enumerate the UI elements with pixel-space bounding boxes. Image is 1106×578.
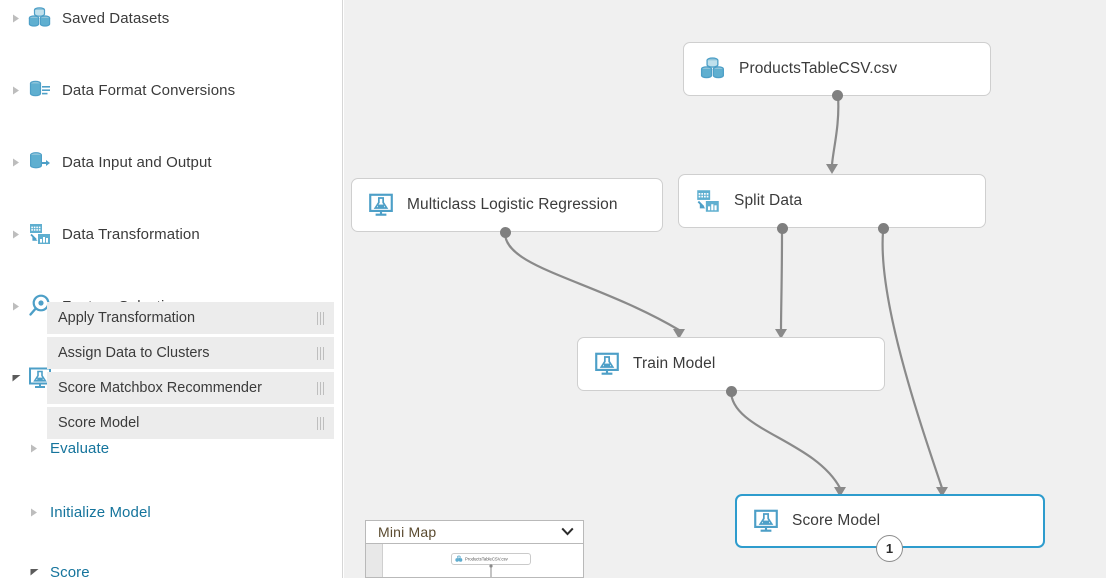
sidebar-category-label: Data Input and Output: [62, 153, 212, 171]
chevron-down-icon[interactable]: [561, 523, 574, 541]
node-label: ProductsTableCSV.csv: [739, 60, 898, 77]
module-palette-sidebar[interactable]: Saved Datasets Data Format Conversions: [0, 0, 343, 578]
canvas-node-train-model[interactable]: Train Model: [577, 337, 885, 391]
module-label: Assign Data to Clusters: [58, 345, 210, 361]
module-label: Score Matchbox Recommender: [58, 380, 262, 396]
mini-map-edges: [489, 564, 493, 577]
module-label: Score Model: [58, 415, 140, 431]
data-format-icon: [26, 76, 54, 104]
sidebar-subgroup-label: Score: [50, 563, 90, 578]
drag-handle-icon[interactable]: [316, 346, 324, 360]
node-label: Score Model: [792, 512, 881, 529]
palette-module-assign-data-to-clusters[interactable]: Assign Data to Clusters: [47, 337, 334, 369]
dataset-icon: [698, 54, 728, 84]
sidebar-subgroup-evaluate[interactable]: Evaluate: [0, 432, 342, 464]
chevron-down-icon[interactable]: [6, 360, 26, 396]
palette-module-score-matchbox-recommender[interactable]: Score Matchbox Recommender: [47, 372, 334, 404]
edge-split-to-score: [881, 231, 944, 489]
chevron-right-icon[interactable]: [24, 430, 44, 466]
chevron-right-icon[interactable]: [24, 494, 44, 530]
output-port-split-left[interactable]: [777, 223, 788, 234]
sidebar-category-data-transformation[interactable]: Data Transformation: [0, 216, 342, 252]
drag-handle-icon[interactable]: [316, 381, 324, 395]
module-label: Apply Transformation: [58, 310, 196, 326]
edge-split-to-train: [779, 231, 784, 331]
mini-map-viewport[interactable]: ProductsTableCSV.csv: [383, 544, 583, 577]
chevron-right-icon[interactable]: [6, 288, 26, 324]
chevron-down-icon[interactable]: [24, 554, 44, 578]
palette-module-score-model[interactable]: Score Model: [47, 407, 334, 439]
sidebar-category-data-format-conversions[interactable]: Data Format Conversions: [0, 72, 342, 108]
output-port-split-right[interactable]: [878, 223, 889, 234]
sidebar-subgroup-label: Initialize Model: [50, 503, 151, 521]
mini-map-gutter: [366, 544, 383, 577]
output-port-train[interactable]: [726, 386, 737, 397]
chevron-right-icon[interactable]: [6, 72, 26, 108]
module-icon: [592, 349, 622, 379]
mini-map-header[interactable]: Mini Map: [365, 520, 584, 544]
sidebar-category-saved-datasets[interactable]: Saved Datasets: [0, 0, 342, 36]
output-port-mlr[interactable]: [500, 227, 511, 238]
sidebar-category-label: Data Transformation: [62, 225, 200, 243]
datasets-icon: [26, 4, 54, 32]
sidebar-subgroup-initialize-model[interactable]: Initialize Model: [0, 496, 342, 528]
output-port-products[interactable]: [832, 90, 843, 101]
mini-map-panel[interactable]: Mini Map: [365, 520, 584, 578]
data-transformation-icon: [26, 220, 54, 248]
node-label: Train Model: [633, 355, 716, 372]
edge-train-to-score: [729, 390, 841, 489]
mini-map-title: Mini Map: [378, 524, 437, 540]
edge-products-to-split: [830, 95, 840, 166]
drag-handle-icon[interactable]: [316, 311, 324, 325]
mini-map-node-label: ProductsTableCSV.csv: [465, 556, 508, 562]
node-label: Multiclass Logistic Regression: [407, 196, 618, 213]
node-label: Split Data: [734, 192, 803, 209]
module-icon: [751, 506, 781, 536]
dataset-icon: [455, 555, 463, 562]
sidebar-subgroup-score[interactable]: Score: [0, 556, 342, 578]
chevron-right-icon[interactable]: [6, 0, 26, 36]
split-data-icon: [693, 186, 723, 216]
canvas-node-multiclass-logistic-regression[interactable]: Multiclass Logistic Regression: [351, 178, 663, 232]
sidebar-subgroup-label: Evaluate: [50, 439, 110, 457]
palette-module-apply-transformation[interactable]: Apply Transformation: [47, 302, 334, 334]
sidebar-category-data-input-and-output[interactable]: Data Input and Output: [0, 144, 342, 180]
canvas-node-split-data[interactable]: Split Data: [678, 174, 986, 228]
mini-map-body[interactable]: ProductsTableCSV.csv: [365, 544, 584, 578]
data-io-icon: [26, 148, 54, 176]
chevron-right-icon[interactable]: [6, 144, 26, 180]
status-badge: 1: [876, 535, 903, 562]
edge-mlr-to-train: [503, 232, 680, 331]
arrowhead-split-in: [826, 164, 838, 174]
module-icon: [366, 190, 396, 220]
drag-handle-icon[interactable]: [316, 416, 324, 430]
sidebar-category-label: Saved Datasets: [62, 9, 170, 27]
experiment-canvas[interactable]: ProductsTableCSV.csv Multiclass Logistic…: [344, 0, 1106, 578]
chevron-right-icon[interactable]: [6, 216, 26, 252]
canvas-node-products-table-csv[interactable]: ProductsTableCSV.csv: [683, 42, 991, 96]
sidebar-category-label: Data Format Conversions: [62, 81, 236, 99]
